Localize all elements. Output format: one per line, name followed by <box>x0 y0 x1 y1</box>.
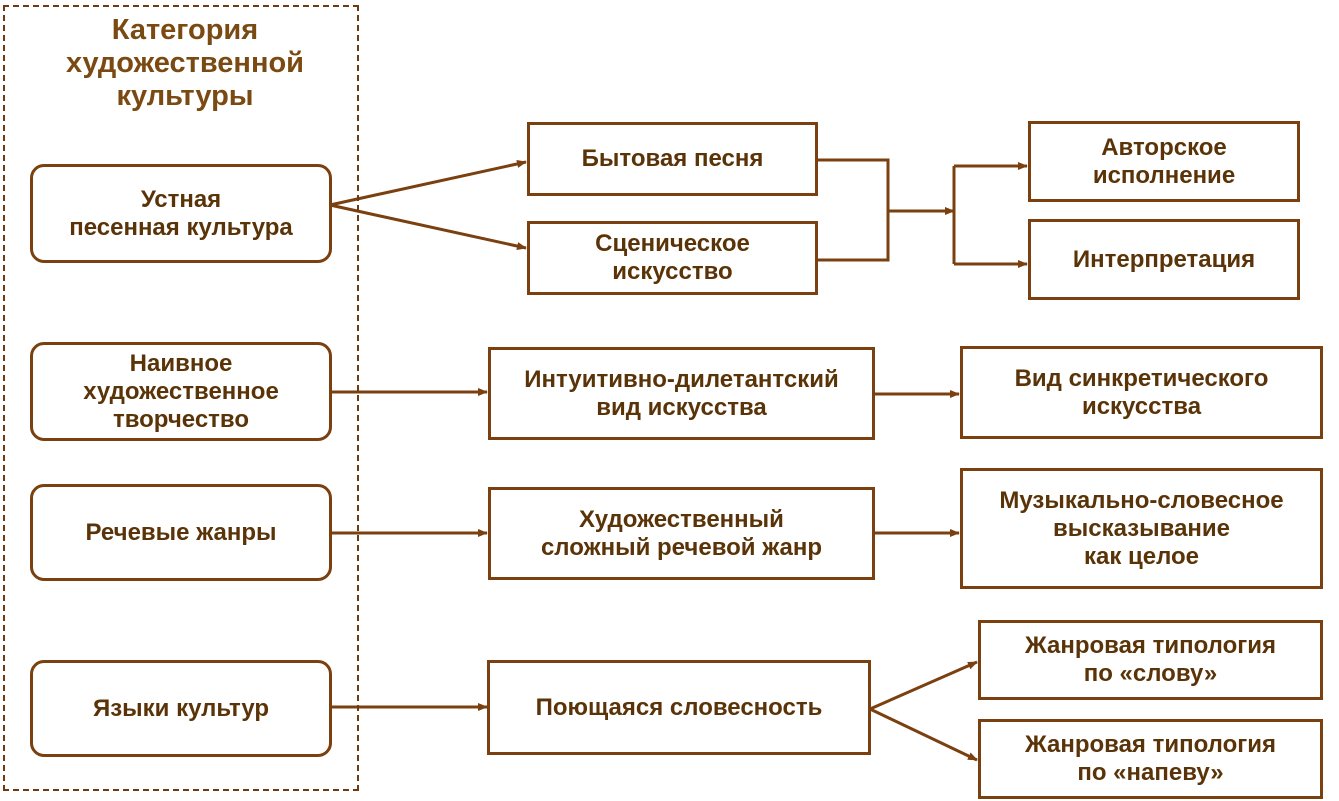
node-typology-by-word: Жанровая типология по «слову» <box>978 620 1323 700</box>
node-intuitive-art: Интуитивно-дилетантский вид искусства <box>488 347 875 440</box>
node-interpretation: Интерпретация <box>1028 219 1300 300</box>
node-singing-verbal-art: Поющаяся словесность <box>487 660 871 755</box>
category-frame <box>3 5 359 791</box>
arrow-singing-to-typology-tune <box>869 707 978 762</box>
node-naive-art: Наивное художественное творчество <box>30 342 332 441</box>
node-typology-by-tune: Жанровая типология по «напеву» <box>978 719 1323 799</box>
arrow-oral-to-stage-art <box>329 203 527 250</box>
node-languages-of-cultures: Языки культур <box>30 660 332 757</box>
node-stage-art: Сценическое искусство <box>527 221 818 295</box>
node-musical-verbal-utterance: Музыкально-словесное высказывание как це… <box>960 468 1323 589</box>
node-everyday-song: Бытовая песня <box>527 122 818 196</box>
node-artistic-speech-genre: Художественный сложный речевой жанр <box>488 487 875 580</box>
arrow-singing-to-typology-word <box>869 660 978 711</box>
node-author-performance: Авторское исполнение <box>1028 121 1300 202</box>
arrow-oral-to-everyday-song <box>329 160 527 207</box>
bracket-middle-top <box>817 158 890 262</box>
node-oral-song-culture: Устная песенная культура <box>30 164 332 263</box>
node-syncretic-art: Вид синкретического искусства <box>960 346 1323 439</box>
node-speech-genres: Речевые жанры <box>30 484 332 581</box>
category-title: Категория художественной культуры <box>65 14 305 112</box>
